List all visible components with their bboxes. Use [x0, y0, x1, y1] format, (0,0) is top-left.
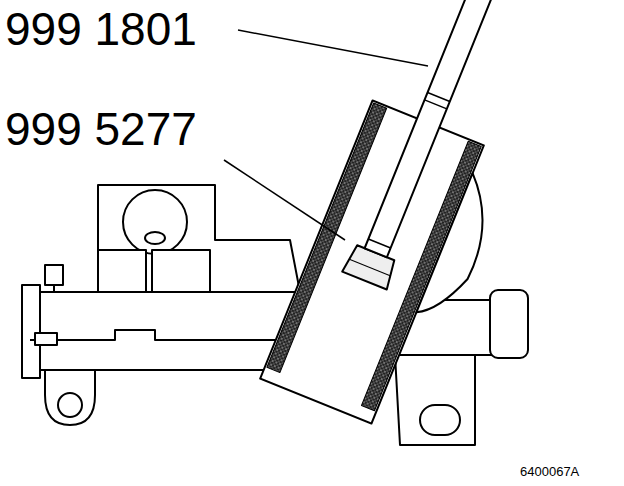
mount-bracket	[98, 185, 300, 292]
right-boot	[490, 290, 528, 358]
bracket-rib	[152, 250, 210, 292]
leader-line	[238, 30, 428, 66]
lower-slot	[420, 405, 460, 435]
end-flange	[22, 285, 40, 378]
leader-line	[224, 160, 345, 240]
callout-number: 999 5277	[5, 106, 197, 152]
lug-hole	[58, 393, 82, 417]
connector	[45, 265, 63, 285]
left-lug	[45, 370, 95, 425]
shaft-tool	[365, 0, 492, 257]
figure-number: 6400067A	[520, 465, 579, 478]
rack-slot	[35, 333, 57, 345]
bracket-rib	[98, 250, 146, 292]
callout-number: 999 1801	[5, 6, 197, 52]
mount-hole-inner	[145, 232, 165, 244]
connector-stem	[53, 285, 55, 292]
lower-bracket	[395, 355, 475, 445]
rack-band	[30, 330, 300, 340]
mount-hole	[123, 190, 187, 254]
